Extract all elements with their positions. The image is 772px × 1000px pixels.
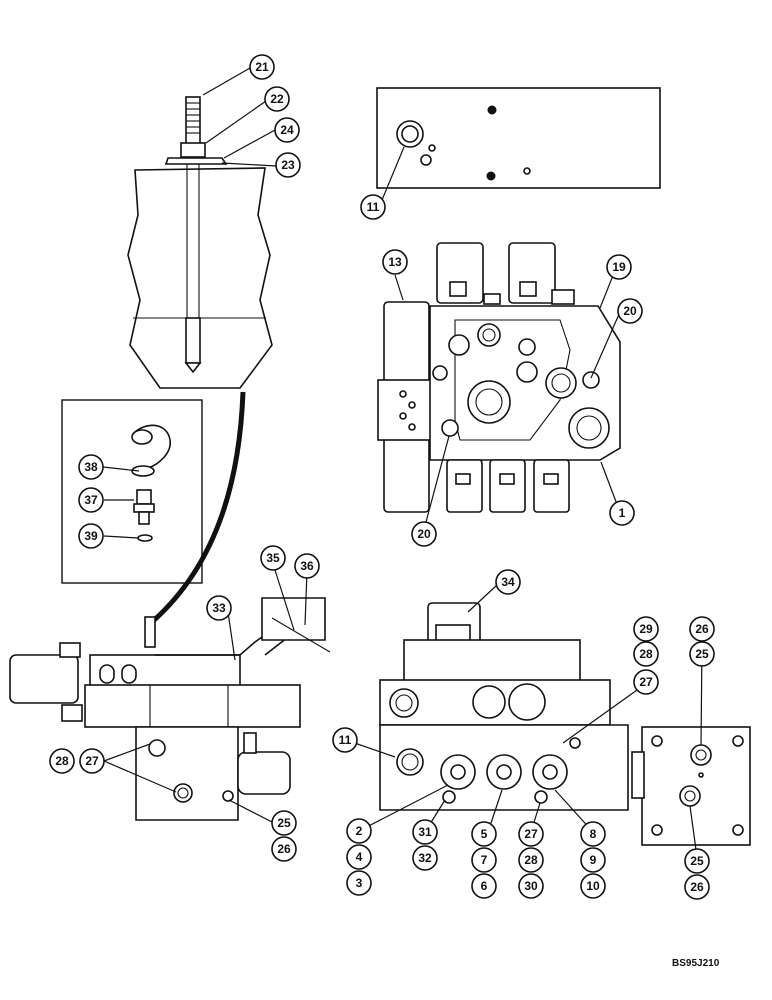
callout-22: 22 <box>264 86 290 112</box>
callout-8: 8 <box>580 821 606 847</box>
callout-33: 33 <box>206 595 232 621</box>
svg-text:11: 11 <box>367 200 380 214</box>
callout-2: 2 <box>346 818 372 844</box>
svg-text:36: 36 <box>300 559 314 573</box>
svg-text:32: 32 <box>418 851 432 865</box>
callout-19: 19 <box>606 254 632 280</box>
svg-text:13: 13 <box>388 255 402 269</box>
svg-text:11: 11 <box>339 733 352 747</box>
svg-text:25: 25 <box>690 854 704 868</box>
cover-plate <box>376 87 661 189</box>
svg-text:3: 3 <box>356 876 363 890</box>
svg-text:28: 28 <box>639 647 653 661</box>
main-control-valve <box>377 242 621 513</box>
callout-11-bottom: 11 <box>332 727 358 753</box>
svg-text:34: 34 <box>501 575 515 589</box>
callout-9: 9 <box>580 847 606 873</box>
callout-28-bottom: 28 <box>518 847 544 873</box>
callout-21: 21 <box>249 54 275 80</box>
callout-20-lower: 20 <box>411 521 437 547</box>
callout-26-top-right: 26 <box>689 616 715 642</box>
callout-25-left: 25 <box>271 810 297 836</box>
callout-3: 3 <box>346 870 372 896</box>
svg-text:29: 29 <box>639 622 653 636</box>
svg-text:27: 27 <box>639 675 653 689</box>
callout-28-top-right: 28 <box>633 641 659 667</box>
drawing-code-label: BS95J210 <box>672 958 720 969</box>
callout-7: 7 <box>471 847 497 873</box>
svg-text:23: 23 <box>281 158 295 172</box>
callout-26-bottom-right: 26 <box>684 874 710 900</box>
callout-29: 29 <box>633 616 659 642</box>
callout-5: 5 <box>471 821 497 847</box>
svg-text:39: 39 <box>84 529 98 543</box>
detail-inset-box <box>61 399 203 584</box>
callout-28-left: 28 <box>49 748 75 774</box>
callout-36: 36 <box>294 553 320 579</box>
svg-text:1: 1 <box>619 506 626 520</box>
svg-text:38: 38 <box>84 460 98 474</box>
callout-27-bottom: 27 <box>518 821 544 847</box>
callout-32: 32 <box>412 845 438 871</box>
callout-10: 10 <box>580 873 606 899</box>
svg-text:28: 28 <box>524 853 538 867</box>
callout-4: 4 <box>346 844 372 870</box>
svg-text:30: 30 <box>524 879 538 893</box>
callout-25-bottom-right: 25 <box>684 848 710 874</box>
svg-text:21: 21 <box>255 60 269 74</box>
callout-23: 23 <box>275 152 301 178</box>
svg-text:26: 26 <box>690 880 704 894</box>
svg-text:26: 26 <box>277 842 291 856</box>
callout-24: 24 <box>274 117 300 143</box>
svg-text:27: 27 <box>524 827 538 841</box>
callout-37: 37 <box>78 487 104 513</box>
callout-13: 13 <box>382 249 408 275</box>
svg-text:8: 8 <box>590 827 597 841</box>
svg-text:6: 6 <box>481 879 488 893</box>
callout-30: 30 <box>518 873 544 899</box>
svg-text:24: 24 <box>280 123 294 137</box>
svg-text:4: 4 <box>356 850 363 864</box>
mounting-stud-assembly <box>127 96 273 389</box>
callout-6: 6 <box>471 873 497 899</box>
svg-text:19: 19 <box>612 260 626 274</box>
svg-text:5: 5 <box>481 827 488 841</box>
svg-text:28: 28 <box>55 754 69 768</box>
callout-39: 39 <box>78 523 104 549</box>
svg-text:27: 27 <box>85 754 99 768</box>
svg-text:10: 10 <box>586 879 600 893</box>
callout-20-right: 20 <box>617 298 643 324</box>
svg-text:20: 20 <box>623 304 637 318</box>
svg-text:7: 7 <box>481 853 488 867</box>
svg-text:33: 33 <box>212 601 226 615</box>
clamp-fitting-detail <box>131 424 171 542</box>
callout-26-left: 26 <box>271 836 297 862</box>
svg-text:37: 37 <box>84 493 98 507</box>
side-plate <box>631 726 751 846</box>
svg-text:35: 35 <box>266 551 280 565</box>
callout-25-top-right: 25 <box>689 641 715 667</box>
callout-35: 35 <box>260 545 286 571</box>
callout-31: 31 <box>412 819 438 845</box>
callout-27-top-right: 27 <box>633 669 659 695</box>
svg-text:22: 22 <box>270 92 284 106</box>
callout-34: 34 <box>495 569 521 595</box>
svg-text:2: 2 <box>356 824 363 838</box>
callout-11-top: 11 <box>360 194 386 220</box>
svg-text:26: 26 <box>695 622 709 636</box>
valve-assembly-side <box>9 597 331 821</box>
svg-text:31: 31 <box>418 825 432 839</box>
svg-text:20: 20 <box>417 527 431 541</box>
callout-38: 38 <box>78 454 104 480</box>
svg-text:25: 25 <box>695 647 709 661</box>
callout-27-left: 27 <box>79 748 105 774</box>
connecting-hose <box>150 391 246 624</box>
valve-assembly-front <box>379 602 629 811</box>
callout-1: 1 <box>609 500 635 526</box>
svg-text:9: 9 <box>590 853 597 867</box>
svg-text:25: 25 <box>277 816 291 830</box>
